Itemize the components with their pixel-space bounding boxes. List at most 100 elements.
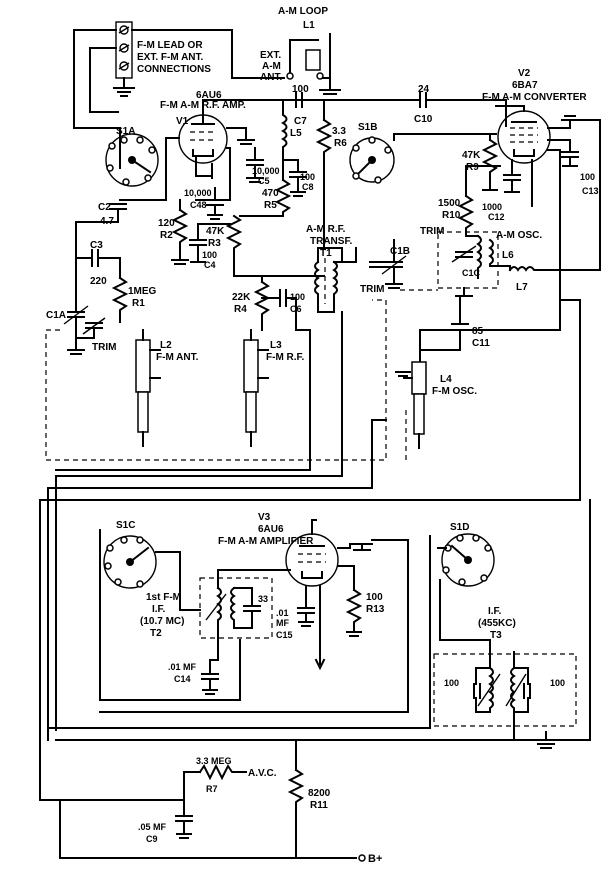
label-c7: C7 bbox=[294, 116, 307, 127]
label-v3-func: F-M A-M AMPLIFIER bbox=[218, 536, 314, 547]
label-v2: V2 bbox=[518, 68, 531, 79]
label-l1: L1 bbox=[303, 20, 315, 31]
label-c11: C11 bbox=[472, 338, 490, 349]
label-r11-val: 8200 bbox=[308, 788, 331, 799]
top-wiring bbox=[39, 21, 601, 801]
label-trim-c: TRIM bbox=[420, 226, 444, 237]
label-t1-1: A-M R.F. bbox=[306, 224, 346, 235]
label-r13-val: 100 bbox=[366, 592, 383, 603]
label-r6: R6 bbox=[334, 138, 347, 149]
label-t2: T2 bbox=[150, 628, 162, 639]
label-r10-val: 1500 bbox=[438, 198, 461, 209]
label-c13: C13 bbox=[582, 186, 599, 196]
label-bplus: B+ bbox=[368, 853, 382, 865]
label-trim-b: TRIM bbox=[360, 284, 384, 295]
label-l2: L2 bbox=[160, 340, 172, 351]
label-v3: V3 bbox=[258, 512, 271, 523]
label-c1b: C1B bbox=[390, 246, 410, 257]
label-v1-func: F-M A-M R.F. AMP. bbox=[160, 100, 246, 111]
label-ext-am-2: A-M bbox=[262, 61, 281, 72]
label-s1a: S1A bbox=[116, 126, 135, 137]
label-t3-c2: 100 bbox=[550, 678, 565, 688]
label-t3-c1: 100 bbox=[444, 678, 459, 688]
label-c9-val: .05 MF bbox=[138, 822, 167, 832]
label-am-loop: A-M LOOP bbox=[278, 6, 328, 17]
label-t1-2: TRANSF. bbox=[310, 236, 352, 247]
label-c10-val: 24 bbox=[418, 84, 430, 95]
label-r7-val: 3.3 MEG bbox=[196, 756, 232, 766]
s1c-switch bbox=[103, 535, 157, 589]
label-r13: R13 bbox=[366, 604, 385, 615]
label-fm-lead-3: CONNECTIONS bbox=[137, 64, 211, 75]
s1a-switch bbox=[105, 133, 159, 187]
label-s1c: S1C bbox=[116, 520, 135, 531]
label-r6-val: 3.3 bbox=[332, 126, 346, 137]
label-l6: L6 bbox=[502, 250, 514, 261]
l3-coil bbox=[243, 329, 269, 447]
label-c6-val: 100 bbox=[290, 292, 305, 302]
label-c13-val: 100 bbox=[580, 172, 595, 182]
label-r5-val: 470 bbox=[262, 188, 279, 199]
label-r3: R3 bbox=[208, 238, 221, 249]
label-r1-val: 1MEG bbox=[128, 286, 157, 297]
label-r4-val: 22K bbox=[232, 292, 251, 303]
l4-coil bbox=[395, 361, 427, 449]
label-c33: 33 bbox=[258, 594, 268, 604]
label-r4: R4 bbox=[234, 304, 247, 315]
t2-box bbox=[199, 577, 273, 639]
label-c4: C4 bbox=[204, 260, 216, 270]
label-c4b-val: 10,000 bbox=[184, 188, 212, 198]
label-s1d: S1D bbox=[450, 522, 469, 533]
label-ext-am-3: ANT. bbox=[260, 72, 282, 83]
label-c10: C10 bbox=[414, 114, 433, 125]
label-v2-func: F-M A-M CONVERTER bbox=[482, 92, 587, 103]
label-v3-type: 6AU6 bbox=[258, 524, 284, 535]
bottom-wiring bbox=[39, 499, 591, 862]
label-c7-val: 100 bbox=[292, 84, 309, 95]
label-t2-3: (10.7 MC) bbox=[140, 616, 184, 627]
label-t3-1: I.F. bbox=[488, 606, 502, 617]
label-r2: R2 bbox=[160, 230, 173, 241]
label-v1-type: 6AU6 bbox=[196, 90, 222, 101]
label-r7: R7 bbox=[206, 784, 218, 794]
label-l4-name: F-M OSC. bbox=[432, 386, 477, 397]
label-c15-1: .01 bbox=[276, 608, 289, 618]
label-c2: C2 bbox=[98, 202, 111, 213]
label-c12-val: 1000 bbox=[482, 202, 502, 212]
label-avc: A.V.C. bbox=[248, 768, 277, 779]
label-l4: L4 bbox=[440, 374, 452, 385]
label-c9: C9 bbox=[146, 834, 158, 844]
am-osc-box bbox=[437, 231, 499, 289]
label-c14-val: .01 MF bbox=[168, 662, 197, 672]
label-c5-val: 10,000 bbox=[252, 166, 280, 176]
label-am-osc: A-M OSC. bbox=[496, 230, 542, 241]
bplus-terminal bbox=[358, 854, 366, 862]
label-c12: C12 bbox=[488, 212, 505, 222]
label-c6: C6 bbox=[290, 304, 302, 314]
label-l7: L7 bbox=[516, 282, 528, 293]
label-trim-a: TRIM bbox=[92, 342, 116, 353]
label-r9-val: 47K bbox=[462, 150, 481, 161]
label-s1b: S1B bbox=[358, 122, 377, 133]
label-r9: R9 bbox=[466, 162, 479, 173]
label-l2-name: F-M ANT. bbox=[156, 352, 199, 363]
label-r10: R10 bbox=[442, 210, 461, 221]
label-c15-2: MF bbox=[276, 618, 289, 628]
label-t3-2: (455KC) bbox=[478, 618, 516, 629]
label-c3-val: 220 bbox=[90, 276, 107, 287]
label-c8-val: 100 bbox=[300, 172, 315, 182]
label-r2-val: 120 bbox=[158, 218, 175, 229]
s1d-switch bbox=[441, 533, 495, 587]
label-ext-am-1: EXT. bbox=[260, 50, 281, 61]
label-c1c: C1C bbox=[462, 268, 481, 278]
label-r5: R5 bbox=[264, 200, 277, 211]
label-fm-lead-2: EXT. F-M ANT. bbox=[137, 52, 204, 63]
label-c1a: C1A bbox=[46, 310, 66, 321]
l2-coil bbox=[135, 329, 161, 447]
label-t1: T1 bbox=[320, 248, 332, 259]
label-c2-val: 4.7 bbox=[100, 216, 114, 227]
label-r3-val: 47K bbox=[206, 226, 225, 237]
label-r11: R11 bbox=[310, 800, 328, 811]
